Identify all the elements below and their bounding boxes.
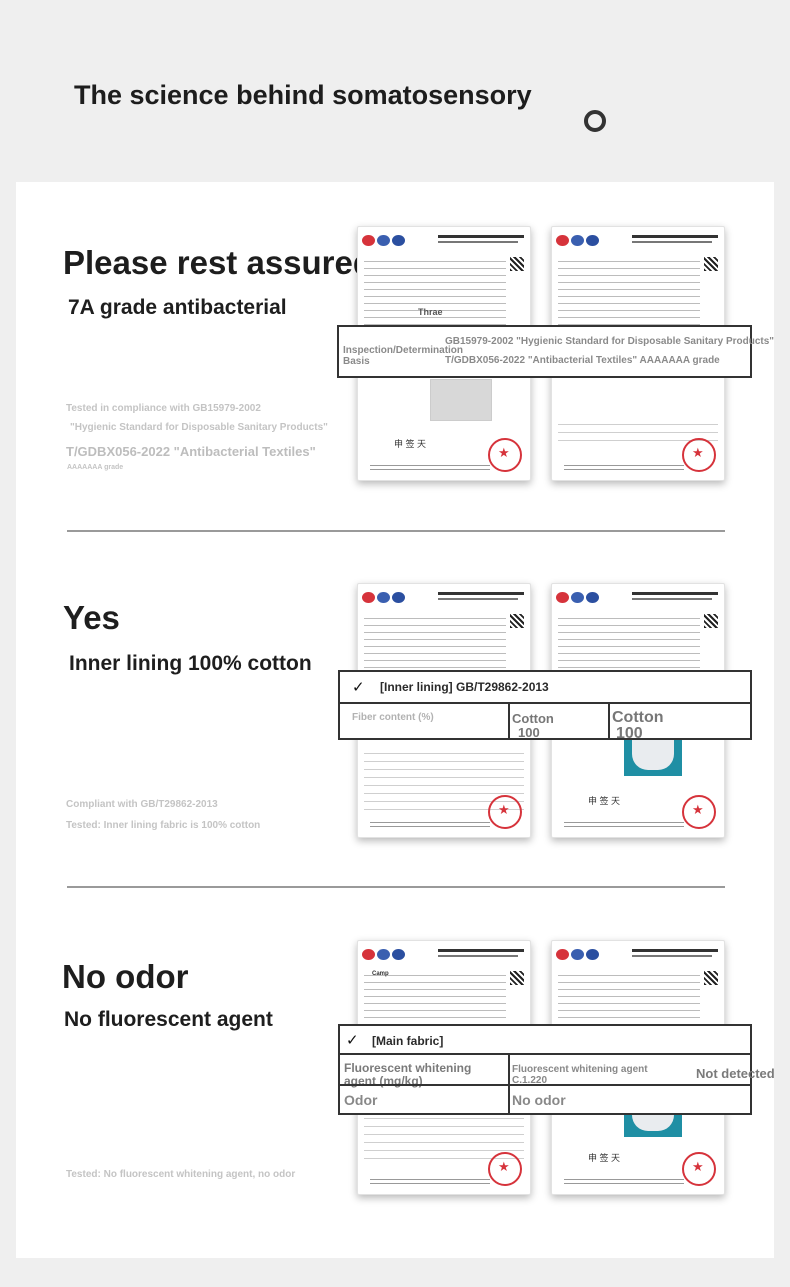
fabric-sample-image	[430, 379, 492, 421]
section3-note: Tested: No fluorescent whitening agent, …	[66, 1169, 296, 1180]
overlay-title: [Inner lining] GB/T29862-2013	[380, 680, 549, 694]
section2-note: Tested: Inner lining fabric is 100% cott…	[66, 820, 261, 831]
qr-code-icon	[704, 614, 718, 628]
red-stamp-icon	[488, 1152, 522, 1186]
section3-heading: No odor	[62, 958, 189, 995]
check-icon: ✓	[352, 679, 365, 696]
overlay-row-label: Fiber content (%)	[352, 712, 434, 723]
document-word: Thrae	[418, 307, 443, 317]
qr-code-icon	[704, 971, 718, 985]
overlay-cell-name: Cotton	[612, 709, 664, 726]
red-stamp-icon	[488, 438, 522, 472]
signature: 申 签 天	[394, 439, 427, 449]
overlay-line: T/GDBX056-2022 "Antibacterial Textiles" …	[445, 355, 720, 366]
section2-subheading: Inner lining 100% cotton	[69, 652, 312, 675]
overlay-cell-value: 100	[518, 725, 540, 740]
overlay-line: GB15979-2002 "Hygienic Standard for Disp…	[445, 336, 775, 347]
section1-subheading: 7A grade antibacterial	[68, 296, 287, 319]
section-divider	[67, 530, 725, 532]
section1-note: AAAAAAA grade	[67, 464, 124, 471]
overlay-cell-name: Fluorescent whitening agent C.1.220	[512, 1064, 648, 1086]
section2-heading: Yes	[63, 599, 120, 636]
qr-code-icon	[510, 971, 524, 985]
signature: 申 签 天	[588, 796, 621, 806]
section1-note: Tested in compliance with GB15979-2002	[66, 403, 261, 414]
qr-code-icon	[704, 257, 718, 271]
circle-decoration	[584, 110, 606, 132]
inspection-basis-overlay: Inspection/Determination Basis GB15979-2…	[337, 325, 774, 378]
section3-subheading: No fluorescent agent	[64, 1008, 273, 1031]
red-stamp-icon	[682, 1152, 716, 1186]
section2-note: Compliant with GB/T29862-2013	[66, 799, 218, 810]
overlay-cell-value: Not detected	[696, 1066, 775, 1081]
section1-heading: Please rest assured	[63, 244, 374, 281]
document-word: Camp	[372, 971, 389, 977]
qr-code-icon	[510, 614, 524, 628]
check-icon: ✓	[346, 1032, 359, 1049]
qr-code-icon	[510, 257, 524, 271]
section1-note: T/GDBX056-2022 "Antibacterial Textiles"	[66, 444, 316, 459]
section-divider	[67, 886, 725, 888]
overlay-label: Inspection/Determination Basis	[343, 345, 464, 367]
overlay-cell-value: 100	[616, 725, 643, 742]
overlay-cell-value: No odor	[512, 1092, 566, 1108]
fluorescent-odor-overlay: ✓ [Main fabric] Fluorescent whitening ag…	[338, 1024, 775, 1115]
fiber-content-overlay: ✓ [Inner lining] GB/T29862-2013 Fiber co…	[338, 670, 752, 742]
overlay-cell-name: Cotton	[512, 711, 554, 726]
red-stamp-icon	[682, 438, 716, 472]
signature: 申 签 天	[588, 1153, 621, 1163]
red-stamp-icon	[682, 795, 716, 829]
red-stamp-icon	[488, 795, 522, 829]
page-title: The science behind somatosensory	[74, 80, 532, 110]
section1-note: "Hygienic Standard for Disposable Sanita…	[70, 422, 328, 433]
overlay-row-label: Odor	[344, 1092, 378, 1108]
overlay-title: [Main fabric]	[372, 1034, 444, 1048]
